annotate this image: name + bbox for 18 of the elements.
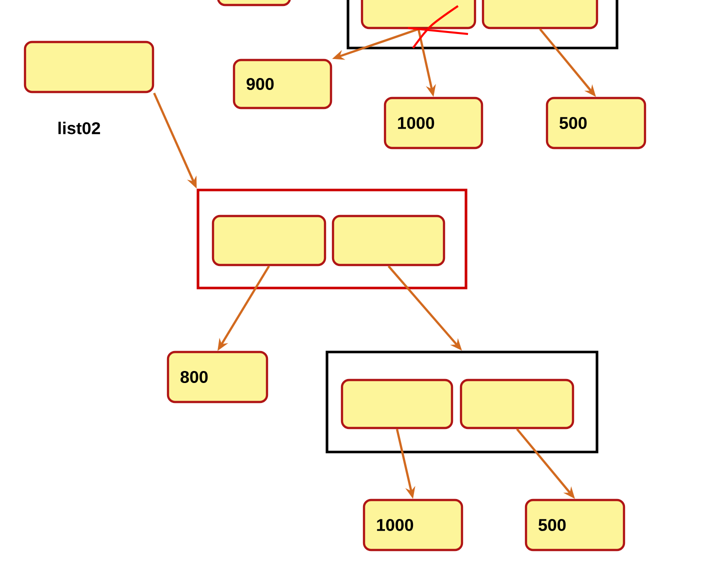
value-box: 800 <box>166 350 268 404</box>
cell-box <box>332 214 446 266</box>
cell-box <box>216 0 292 6</box>
cell-box <box>340 378 454 430</box>
value-box: 500 <box>546 96 646 150</box>
value-box: 500 <box>524 498 626 552</box>
value-box: 1000 <box>362 498 464 552</box>
list-container-box <box>196 188 468 290</box>
list-container-box <box>326 350 598 454</box>
value-box: 1000 <box>384 96 484 150</box>
variable-label: list02 <box>58 122 100 134</box>
value-box: 900 <box>232 58 332 110</box>
list-container-box <box>346 0 618 50</box>
cell-box <box>460 378 574 430</box>
cell-box <box>24 40 154 94</box>
cell-box <box>482 0 598 30</box>
cell-box <box>212 214 326 266</box>
cell-box <box>360 0 476 30</box>
